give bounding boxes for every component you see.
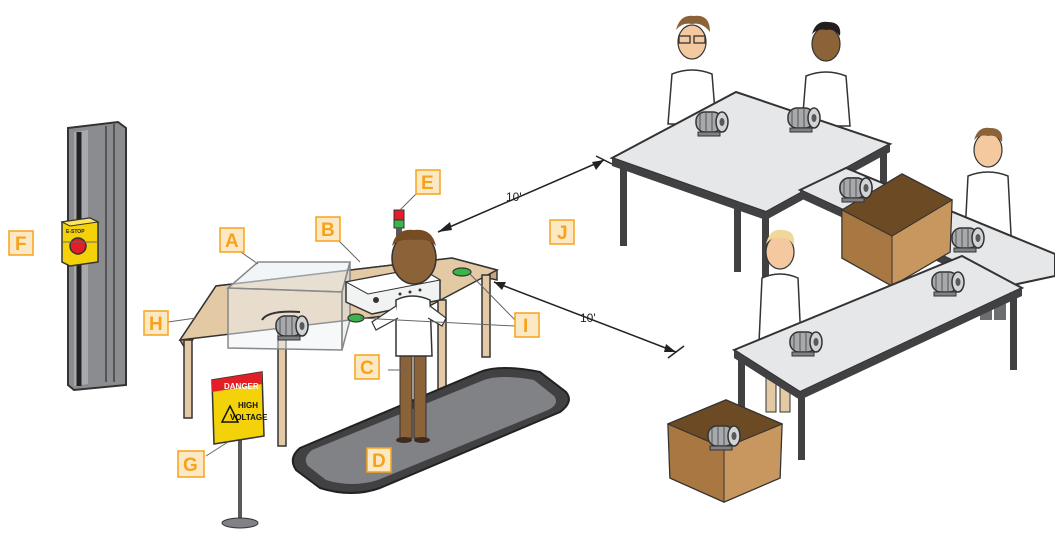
parts-box-front: [666, 399, 784, 503]
callout-e: E: [415, 169, 441, 195]
callout-g-text: G: [183, 455, 198, 476]
sign-line1: HIGH: [238, 401, 258, 410]
safety-enclosure: [226, 261, 351, 351]
callout-i-text: I: [523, 316, 528, 337]
danger-sign: DANGER HIGH VOLTAGE: [211, 371, 268, 529]
callout-d-text: D: [372, 451, 386, 472]
estop-button[interactable]: [69, 237, 87, 255]
callout-c-text: C: [360, 358, 374, 379]
two-hand-button-right[interactable]: [452, 267, 472, 277]
callout-j-text: J: [557, 223, 568, 244]
callout-i: I: [514, 312, 540, 338]
leader-lines: [62, 191, 516, 457]
assembly-table-front: [731, 254, 1025, 460]
callout-b-text: B: [321, 220, 335, 241]
sign-line2: VOLTAGE: [230, 413, 268, 422]
parts-box-back: [840, 173, 954, 287]
callout-f: F: [8, 230, 34, 256]
anti-fatigue-mat: [291, 367, 570, 494]
callout-b: B: [315, 216, 341, 242]
dimension-top-label: 10': [506, 190, 522, 204]
dimension-bottom: 10': [493, 281, 685, 359]
callout-j: J: [549, 219, 575, 245]
callout-h: H: [143, 310, 169, 336]
stack-light: [393, 209, 405, 236]
sign-header: DANGER: [224, 382, 259, 391]
callout-f-text: F: [15, 234, 27, 255]
operator: [371, 229, 447, 443]
callout-a: A: [219, 227, 245, 253]
callout-d: D: [366, 447, 392, 473]
callout-g: G: [177, 450, 205, 478]
estop-label: E-STOP: [66, 229, 85, 235]
dimension-top: 10': [437, 155, 613, 233]
dimension-bottom-label: 10': [580, 311, 596, 325]
callout-h-text: H: [149, 314, 163, 335]
callout-c: C: [354, 354, 380, 380]
callout-e-text: E: [421, 173, 434, 194]
callout-a-text: A: [225, 231, 239, 252]
